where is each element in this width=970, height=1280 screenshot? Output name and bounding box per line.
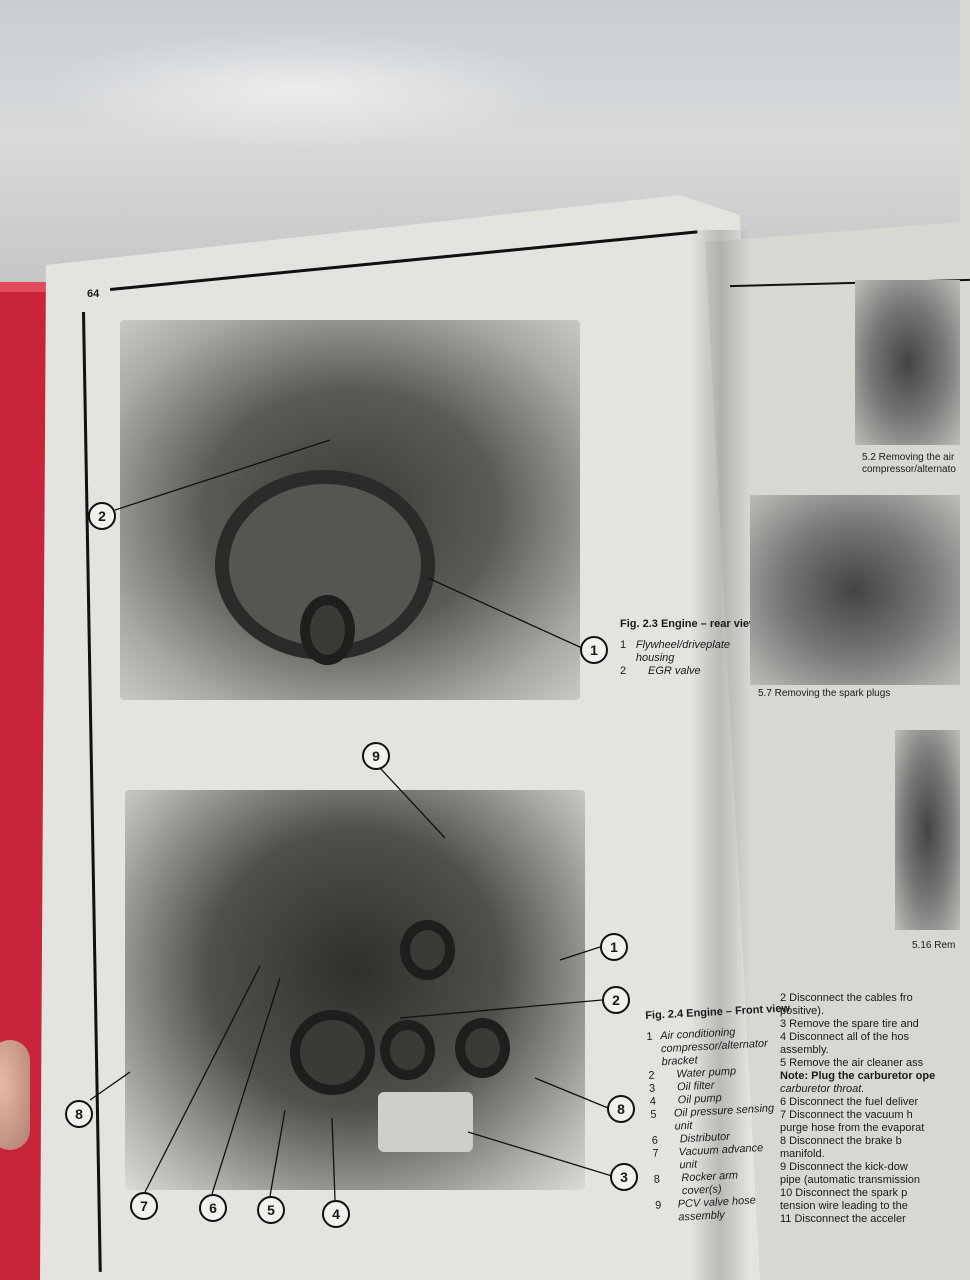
water-pump-pulley-image xyxy=(380,1020,435,1080)
photo-5-2 xyxy=(855,280,960,445)
book-cover-edge xyxy=(0,282,46,292)
callout-flywheel-housing: 1 xyxy=(580,636,608,664)
text-line: 3 Remove the spare tire and xyxy=(780,1018,919,1030)
fig23-title: Fig. 2.3 Engine – rear view xyxy=(620,618,758,630)
caption-5-16: 5.16 Rem xyxy=(912,940,956,951)
text-line: purge hose from the evaporat xyxy=(780,1122,925,1134)
photo-5-7 xyxy=(750,495,960,685)
book-gutter xyxy=(690,230,750,1280)
fig23-item-text: EGR valve xyxy=(648,665,701,677)
alternator-pulley-image xyxy=(455,1018,510,1078)
text-line: 7 Disconnect the vacuum h xyxy=(780,1109,913,1121)
photo-5-16 xyxy=(895,730,960,930)
text-line: carburetor throat. xyxy=(780,1083,865,1095)
caption-5-2-line: 5.2 Removing the air xyxy=(862,452,955,463)
callout-vacuum-advance: 7 xyxy=(130,1192,158,1220)
text-line: 10 Disconnect the spark p xyxy=(780,1187,908,1199)
text-line: 5 Remove the air cleaner ass xyxy=(780,1057,924,1069)
flange-image xyxy=(300,595,355,665)
text-line: 11 Disconnect the acceler xyxy=(780,1213,906,1225)
fig23-item-text: Flywheel/driveplate housing xyxy=(635,639,730,664)
callout-egr-valve: 2 xyxy=(88,502,116,530)
oil-filter-image xyxy=(378,1092,473,1152)
fig24-item-number: 5 xyxy=(650,1108,657,1121)
text-line: 9 Disconnect the kick-dow xyxy=(780,1161,908,1173)
page-number: 64 xyxy=(87,288,100,300)
callout-ac-bracket: 1 xyxy=(600,933,628,961)
fig23-item: 2 EGR valve xyxy=(620,665,730,678)
fig24-item-number: 8 xyxy=(653,1173,661,1186)
crank-pulley-image xyxy=(290,1010,375,1095)
callout-water-pump: 2 xyxy=(602,986,630,1014)
text-line: 2 Disconnect the cables fro xyxy=(780,992,913,1004)
callout-rocker-cover-left: 8 xyxy=(65,1100,93,1128)
fig24-item-number: 9 xyxy=(654,1199,662,1212)
callout-pcv-valve: 9 xyxy=(362,742,390,770)
text-line: 8 Disconnect the brake b xyxy=(780,1135,902,1147)
text-line: manifold. xyxy=(780,1148,825,1160)
text-line: tension wire leading to the xyxy=(780,1200,908,1212)
fig23-item: 1 Flywheel/driveplate housing xyxy=(620,639,730,665)
engine-front-photo xyxy=(125,790,585,1190)
thumb xyxy=(0,1040,30,1150)
text-line: positive). xyxy=(780,1005,825,1017)
text-line: 4 Disconnect all of the hos xyxy=(780,1031,910,1043)
fig23-item-number: 2 xyxy=(620,665,627,677)
text-line: Note: Plug the carburetor ope xyxy=(780,1070,936,1082)
caption-5-7: 5.7 Removing the spark plugs xyxy=(758,688,891,699)
caption-5-2: 5.2 Removing the air compressor/alternat… xyxy=(862,452,956,476)
callout-oil-pump: 4 xyxy=(322,1200,350,1228)
fig24-item-text: Air conditioning compressor/alternator b… xyxy=(659,1026,769,1069)
text-line: pipe (automatic transmission xyxy=(780,1174,921,1186)
text-line: assembly. xyxy=(780,1044,829,1056)
fig24-item-number: 7 xyxy=(652,1147,659,1160)
caption-5-2-line: compressor/alternato xyxy=(862,464,956,475)
callout-distributor: 6 xyxy=(199,1194,227,1222)
callout-oil-pressure-unit: 5 xyxy=(257,1196,285,1224)
callout-oil-filter: 3 xyxy=(610,1163,638,1191)
fig24-item-text: Oil pressure sensing unit xyxy=(673,1102,775,1133)
fig23-item-number: 1 xyxy=(620,639,627,651)
right-page-text: 2 Disconnect the cables fro positive). 3… xyxy=(780,992,960,1226)
distributor-cap-image xyxy=(400,920,455,980)
fig24-item-text: PCV valve hose assembly xyxy=(677,1194,757,1224)
callout-rocker-cover-right: 8 xyxy=(607,1095,635,1123)
text-line: 6 Disconnect the fuel deliver xyxy=(780,1096,919,1108)
fig23-caption: Fig. 2.3 Engine – rear view 1 Flywheel/d… xyxy=(620,618,758,678)
